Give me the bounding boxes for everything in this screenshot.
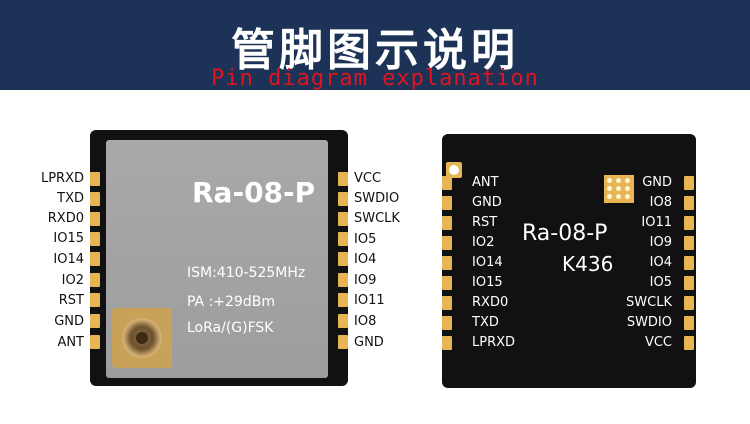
pin-label: IO2 (472, 235, 495, 250)
pin-label: SWDIO (354, 191, 400, 206)
right-module-model: K436 (562, 252, 614, 276)
pin-label: IO15 (472, 275, 503, 290)
pad (442, 236, 452, 250)
pad (684, 196, 694, 210)
pad (338, 192, 348, 206)
pin-label: GND (642, 175, 672, 190)
pin-label: IO14 (53, 252, 84, 267)
pin-label: IO4 (354, 252, 377, 267)
pin-label: TXD (57, 191, 84, 206)
pad (684, 336, 694, 350)
pin-label: IO2 (61, 273, 84, 288)
pad (338, 232, 348, 246)
pad (442, 276, 452, 290)
pin-label: IO11 (354, 293, 385, 308)
pad (684, 236, 694, 250)
pin-label: SWCLK (626, 295, 672, 310)
pad (684, 216, 694, 230)
pin-label: LPRXD (40, 171, 84, 186)
pin-label: LPRXD (472, 335, 516, 350)
pad (684, 256, 694, 270)
pin-label: IO9 (649, 235, 672, 250)
pad (684, 316, 694, 330)
pad (442, 256, 452, 270)
pad (442, 216, 452, 230)
pin-label: VCC (354, 171, 382, 186)
pad (442, 336, 452, 350)
pin-label: SWDIO (626, 315, 672, 330)
pad (90, 273, 100, 287)
left-module-name: Ra-08-P (192, 176, 316, 209)
right-module-name: Ra-08-P (522, 221, 608, 246)
header-banner (0, 0, 750, 90)
pad (90, 335, 100, 349)
pin-label: IO14 (472, 255, 503, 270)
pin-label: ANT (57, 335, 84, 350)
right-module (442, 134, 696, 388)
pad (338, 293, 348, 307)
pad (442, 316, 452, 330)
pad (90, 212, 100, 226)
page-title: 管脚图示说明 (231, 25, 519, 76)
pad (338, 273, 348, 287)
debug-pad-grid-icon (604, 175, 634, 203)
pin-label: TXD (472, 315, 499, 330)
pin-label: VCC (644, 335, 672, 350)
pad (90, 192, 100, 206)
pad (90, 252, 100, 266)
pin-label: RST (58, 293, 84, 308)
pin-label: IO5 (649, 275, 672, 290)
pad (338, 172, 348, 186)
pin-label: SWCLK (354, 211, 400, 226)
pin-label: IO8 (649, 195, 672, 210)
left-spec-3: LoRa/(G)FSK (187, 320, 274, 336)
pin-label: IO4 (649, 255, 672, 270)
pin-label: IO9 (354, 273, 377, 288)
pin-label: RXD0 (47, 211, 84, 226)
pad (90, 232, 100, 246)
pin-label: IO5 (354, 232, 377, 247)
pad (684, 296, 694, 310)
left-module (90, 130, 348, 386)
left-spec-2: PA :+29dBm (187, 294, 275, 310)
pin-label: IO8 (354, 314, 377, 329)
left-spec-1: ISM:410-525MHz (187, 265, 306, 281)
ipex-connector-icon (112, 308, 172, 368)
pad (442, 196, 452, 210)
page-subtitle: Pin diagram explanation (211, 66, 539, 91)
pad (338, 335, 348, 349)
pad (90, 314, 100, 328)
pin1-marker-icon (446, 162, 462, 178)
pin-label: GND (354, 335, 384, 350)
pin-label: IO11 (641, 215, 672, 230)
pad (338, 252, 348, 266)
pin-label: GND (472, 195, 502, 210)
pad (90, 293, 100, 307)
pad (338, 314, 348, 328)
pin-label: ANT (472, 175, 499, 190)
pad (90, 172, 100, 186)
pin-label: RST (472, 215, 498, 230)
pin-label: RXD0 (472, 295, 509, 310)
pad (338, 212, 348, 226)
pin-label: IO15 (53, 231, 84, 246)
pad (442, 176, 452, 190)
pad (684, 276, 694, 290)
pad (442, 296, 452, 310)
pin-label: GND (54, 314, 84, 329)
pad (684, 176, 694, 190)
